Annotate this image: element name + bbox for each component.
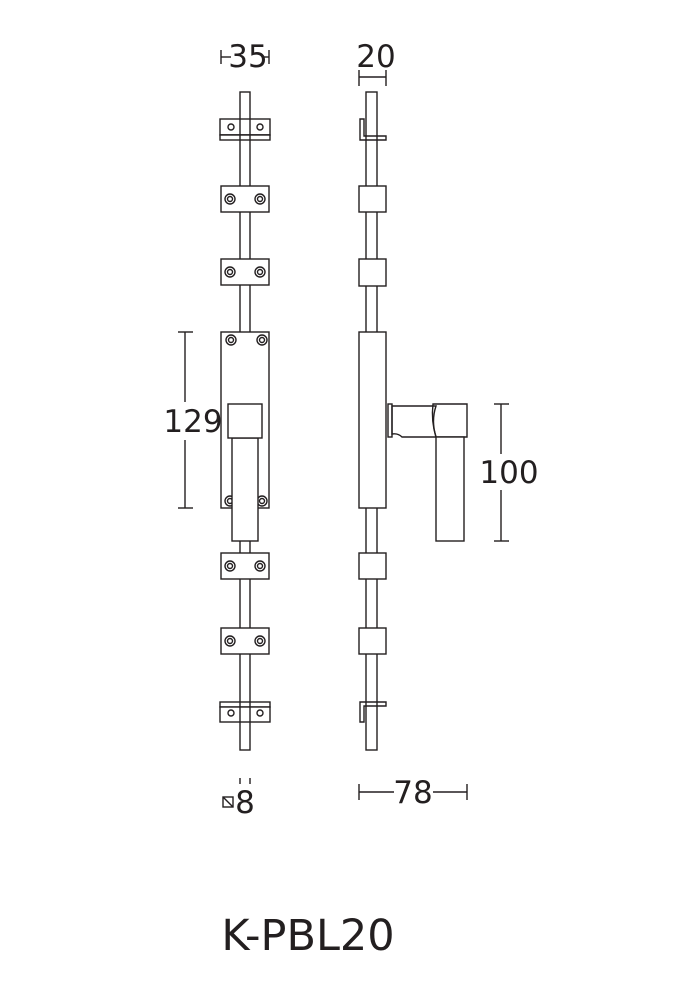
side-guide-block-4: [358, 627, 387, 655]
dimension-label-8: 8: [235, 785, 255, 821]
dimension-label-129: 129: [163, 404, 222, 440]
front-view: [219, 91, 271, 751]
dimension-rod-square: 8: [222, 778, 255, 821]
front-bottom-end-guide: [219, 701, 271, 723]
front-guide-block-2: [220, 258, 270, 286]
side-bottom-hook: [359, 701, 387, 723]
front-top-end-guide: [219, 118, 271, 141]
product-code: K-PBL20: [221, 911, 394, 961]
dimension-handle-plate-height: 129: [163, 331, 223, 509]
front-guide-block-4: [220, 627, 270, 655]
front-lever: [227, 403, 263, 542]
dimension-projection: 78: [358, 775, 468, 811]
front-guide-block-3: [220, 552, 270, 580]
side-handle-plate: [358, 331, 387, 509]
side-guide-block-2: [358, 258, 387, 287]
side-view: [358, 91, 468, 751]
dimension-lever-height: 100: [479, 403, 539, 542]
dimension-label-100: 100: [479, 455, 538, 491]
dimension-label-35: 35: [228, 39, 267, 75]
dimension-label-20: 20: [356, 39, 395, 75]
side-top-hook: [359, 118, 387, 141]
dimension-side-width: 20: [356, 39, 396, 86]
side-lever: [387, 403, 468, 542]
square-symbol-icon: [222, 796, 234, 808]
dimension-label-78: 78: [393, 775, 432, 811]
dimension-front-width: 35: [220, 39, 270, 75]
side-guide-block-3: [358, 552, 387, 580]
side-guide-block-1: [358, 185, 387, 213]
front-guide-block-1: [220, 185, 270, 213]
